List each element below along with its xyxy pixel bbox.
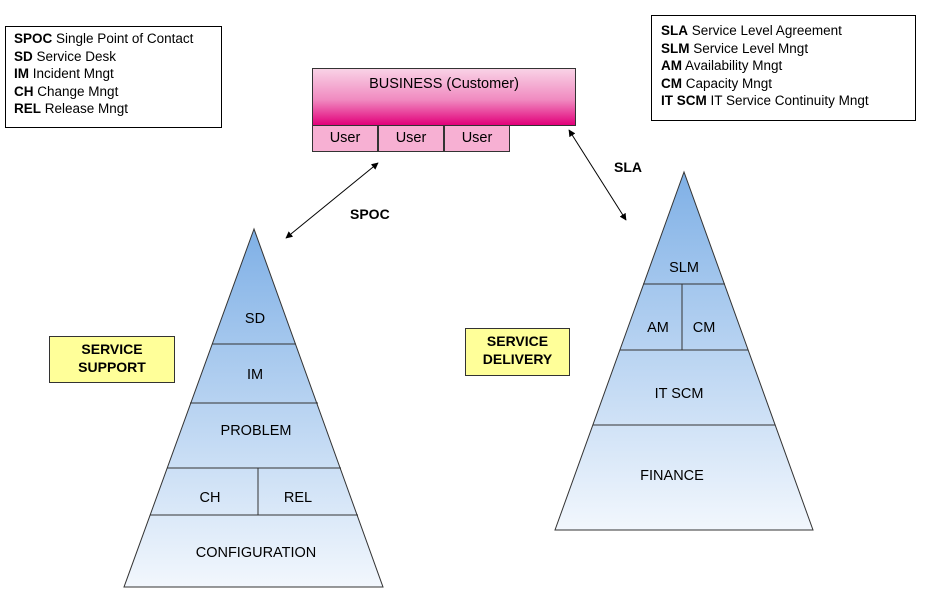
- user-box: User: [312, 125, 378, 152]
- layer-rel: REL: [283, 490, 313, 506]
- spoc-arrow: [285, 162, 379, 239]
- legend-row: SPOC Single Point of Contact: [14, 31, 194, 46]
- user-box: User: [444, 125, 510, 152]
- layer-problem: PROBLEM: [220, 423, 292, 439]
- layer-im: IM: [246, 367, 264, 383]
- legend-row: SLM Service Level Mngt: [661, 40, 809, 56]
- service-support-pyramid: [123, 227, 384, 588]
- sla-label: SLA: [614, 159, 642, 175]
- tag-line: SUPPORT: [78, 359, 146, 375]
- legend-row: IM Incident Mngt: [14, 66, 114, 81]
- legend-row: SD Service Desk: [14, 48, 117, 64]
- legend-row: CH Change Mngt: [14, 83, 119, 99]
- layer-configuration: CONFIGURATION: [195, 545, 317, 561]
- layer-sd: SD: [244, 311, 266, 327]
- legend-row: AM Availability Mngt: [661, 58, 783, 73]
- sla-arrow: [568, 129, 627, 221]
- spoc-label: SPOC: [350, 206, 390, 222]
- legend-row: SLA Service Level Agreement: [661, 23, 842, 38]
- legend-service-support: SPOC Single Point of Contact SD Service …: [5, 26, 222, 128]
- user-box: User: [378, 125, 444, 152]
- tag-line: SERVICE: [486, 333, 549, 349]
- business-customer-box: BUSINESS (Customer): [312, 68, 576, 126]
- tag-line: SERVICE: [81, 341, 143, 357]
- service-support-tag: SERVICE SUPPORT: [49, 336, 175, 383]
- business-title: BUSINESS (Customer): [369, 76, 519, 92]
- layer-slm: SLM: [669, 260, 699, 276]
- legend-service-delivery: SLA Service Level Agreement SLM Service …: [651, 15, 916, 121]
- legend-row: IT SCM IT Service Continuity Mngt: [661, 93, 869, 108]
- layer-itscm: IT SCM: [654, 386, 704, 402]
- legend-row: CM Capacity Mngt: [661, 75, 773, 91]
- layer-finance: FINANCE: [640, 468, 704, 484]
- layer-ch: CH: [199, 490, 221, 506]
- layer-am: AM: [647, 320, 669, 336]
- layer-cm: CM: [692, 320, 716, 336]
- service-delivery-pyramid: [554, 170, 814, 531]
- legend-row: REL Release Mngt: [14, 101, 129, 116]
- tag-line: DELIVERY: [482, 351, 553, 367]
- service-delivery-tag: SERVICE DELIVERY: [465, 328, 570, 376]
